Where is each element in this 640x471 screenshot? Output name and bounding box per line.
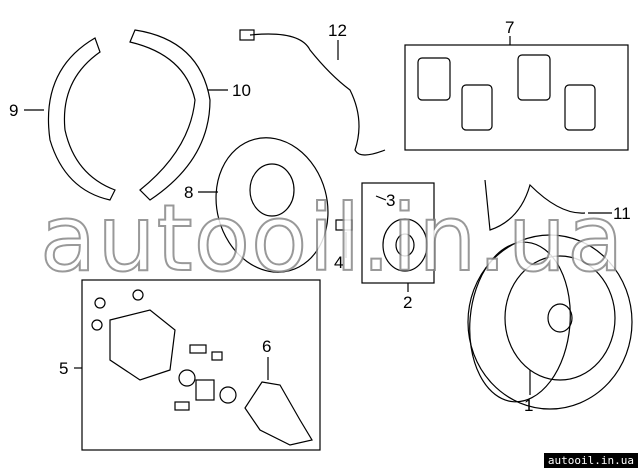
callout-4: 4 — [334, 253, 344, 272]
callout-12: 12 — [328, 21, 347, 40]
callout-9: 9 — [9, 101, 19, 120]
hub-box — [361, 182, 435, 284]
callout-7: 7 — [505, 18, 515, 37]
backing-plate — [215, 137, 329, 273]
callout-1: 1 — [524, 396, 534, 415]
pads-box — [404, 44, 629, 151]
footer-watermark: autooil.in.ua — [543, 453, 638, 468]
brake-rotor — [467, 234, 633, 410]
caliper-bracket — [244, 381, 313, 446]
hub-bearing — [382, 218, 428, 272]
callout-11: 11 — [613, 204, 631, 223]
callout-10: 10 — [232, 81, 251, 100]
watermark: autoоil.in.ua — [39, 184, 625, 293]
brake-hose — [484, 179, 586, 231]
callout-2: 2 — [403, 293, 413, 312]
caliper-box — [81, 279, 321, 451]
callout-3: 3 — [386, 191, 396, 210]
callout-6: 6 — [262, 337, 272, 356]
callout-8: 8 — [184, 183, 194, 202]
callout-5: 5 — [59, 359, 69, 378]
brake-shoe-10 — [129, 29, 211, 201]
abs-sensor-wire — [249, 33, 386, 156]
caliper — [109, 309, 176, 381]
pad — [417, 57, 451, 101]
brake-shoe-9 — [47, 37, 116, 201]
